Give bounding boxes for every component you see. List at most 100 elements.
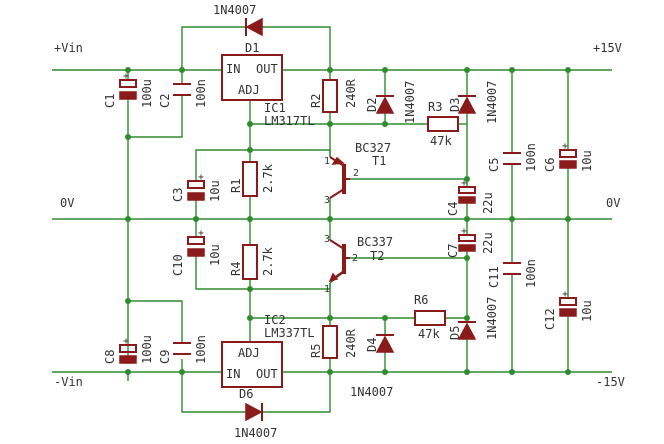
ic2-name: IC2 [264,313,286,327]
t1-pin3: 3 [324,195,330,206]
c9-value: 100n [194,335,208,364]
capacitor-c8: + C8 100u [103,335,154,364]
r1-name: R1 [229,179,243,193]
r3-name: R3 [428,100,442,114]
capacitor-c1: + C1 100u [103,71,154,108]
resistor-r3: R3 47k [427,100,459,148]
resistor-r2: R2 240R [309,78,358,113]
c7-value: 22u [481,232,495,254]
c8-value: 100u [140,335,154,364]
d5-part: 1N4007 [485,297,499,340]
d3-name: D3 [448,98,462,112]
capacitor-c12: + C12 10u [543,289,594,330]
c10-value: 10u [208,244,222,266]
resistor-r1: R1 2.7k [229,161,275,197]
c7-polarity: + [461,226,467,237]
transistor-t1: BC327 T1 1 2 3 [324,141,391,206]
c12-polarity: + [562,289,568,300]
t1-pin2: 2 [353,168,359,179]
r4-name: R4 [229,262,243,276]
ic2-pin-in: IN [226,367,240,381]
diode-d2: D2 1N4007 [365,81,417,124]
c3-value: 10u [208,180,222,202]
c8-polarity: + [123,336,129,347]
transistor-t2: BC337 T2 3 2 1 [324,234,393,295]
d6-name: D6 [239,387,253,401]
ic1-regulator: IN OUT ADJ IC1 LM317TL [221,54,315,128]
c6-polarity: + [562,141,568,152]
c10-polarity: + [198,228,204,239]
capacitor-c6: + C6 10u [543,141,594,172]
c5-value: 100n [524,143,538,172]
ic1-part: LM317TL [264,114,315,128]
d6-part: 1N4007 [234,426,277,440]
c4-name: C4 [446,202,460,216]
d3-part: 1N4007 [485,81,499,124]
ic1-name: IC1 [264,101,286,115]
d2-part: 1N4007 [403,81,417,124]
r6-name: R6 [414,293,428,307]
c1-polarity: + [123,71,129,82]
r2-value: 240R [344,78,358,108]
rail-label-gnd-right: 0V [606,196,620,210]
capacitor-c10: + C10 10u [171,228,222,276]
ic2-regulator: ADJ IN OUT IC2 LM337TL [221,313,315,388]
c11-name: C11 [487,266,501,288]
t1-part: BC327 [355,141,391,155]
c4-polarity: + [461,178,467,189]
d1-part: 1N4007 [213,3,256,17]
t2-name: T2 [370,249,384,263]
capacitor-c9: C9 100n [158,335,208,364]
rail-label-neg-vin: -Vin [54,375,83,389]
t2-pin3: 3 [324,234,330,245]
diode-d3: D3 1N4007 [448,81,499,124]
wires [52,26,612,413]
c10-name: C10 [171,254,185,276]
d2-name: D2 [365,98,379,112]
ic2-pin-adj: ADJ [238,346,260,360]
d5-name: D5 [448,326,462,340]
ic2-pin-out: OUT [256,367,278,381]
resistor-r4: R4 2.7k [229,244,275,280]
c11-value: 100n [524,259,538,288]
t2-pin2: 2 [352,253,358,264]
c6-name: C6 [543,158,557,172]
junctions [125,67,571,375]
capacitor-c11: C11 100n [487,259,538,288]
resistor-r6: R6 47k [414,293,446,341]
c1-name: C1 [103,94,117,108]
diode-d6: D6 1N4007 [234,387,277,440]
d1-name: D1 [245,41,259,55]
diode-d5: D5 1N4007 [448,297,499,340]
rail-label-pos-15v: +15V [593,41,622,55]
c3-polarity: + [198,172,204,183]
c1-value: 100u [140,79,154,108]
ic1-pin-adj: ADJ [238,83,260,97]
r3-value: 47k [430,134,452,148]
resistor-r5: R5 240R [309,325,358,359]
rail-label-pos-vin: +Vin [54,41,83,55]
ic2-part: LM337TL [264,326,315,340]
r5-name: R5 [309,344,323,358]
t2-pin1: 1 [324,284,330,295]
c2-name: C2 [158,94,172,108]
c7-name: C7 [446,244,460,258]
d4-part: 1N4007 [350,385,393,399]
d4-name: D4 [365,338,379,352]
t2-part: BC337 [357,235,393,249]
rail-label-neg-15v: -15V [596,375,625,389]
c12-name: C12 [543,308,557,330]
diode-d1: 1N4007 D1 [213,3,263,55]
t1-pin1: 1 [324,156,330,167]
c12-value: 10u [580,300,594,322]
rail-label-gnd-left: 0V [60,196,74,210]
r1-value: 2.7k [261,163,275,193]
c4-value: 22u [481,192,495,214]
capacitor-c4: + C4 22u [446,178,495,216]
r6-value: 47k [418,327,440,341]
r4-value: 2.7k [261,246,275,276]
ic1-pin-in: IN [226,62,240,76]
capacitor-c5: C5 100n [487,143,538,172]
capacitor-c3: + C3 10u [171,172,222,202]
